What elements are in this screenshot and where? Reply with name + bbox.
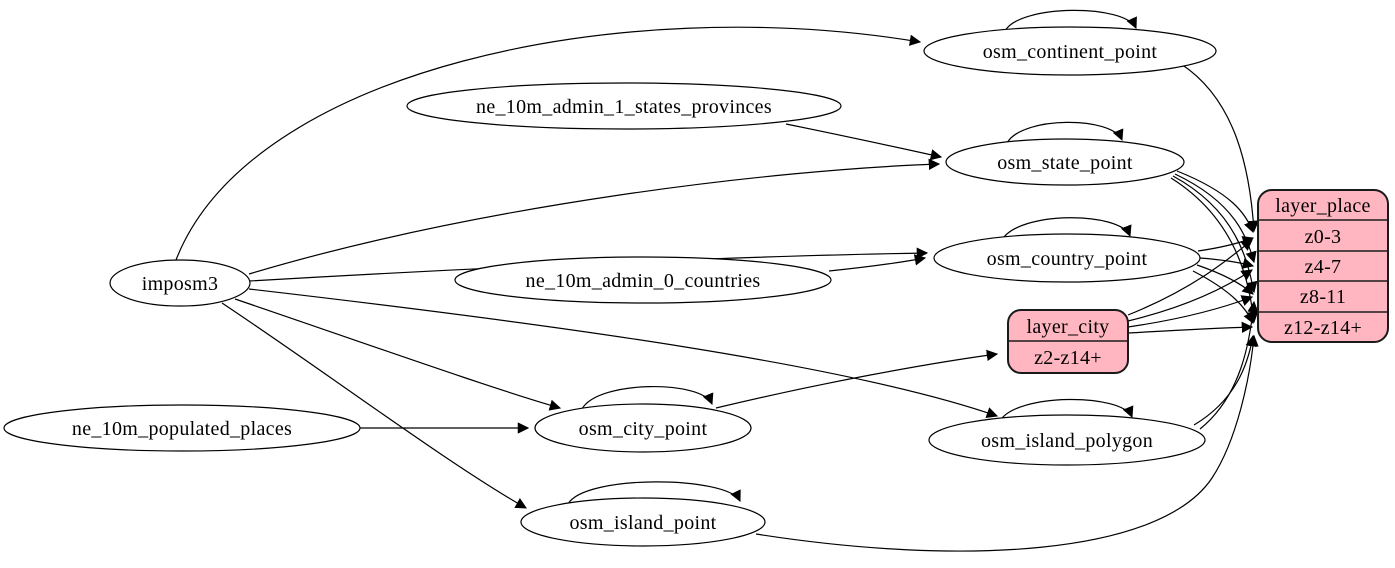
node-ne_10m_admin_0_countries-label: ne_10m_admin_0_countries bbox=[526, 270, 761, 292]
node-ne_10m_populated_places-shape bbox=[3, 404, 361, 452]
node-osm_island_point: osm_island_point bbox=[520, 497, 766, 547]
edge-osm_state_point-layer_place-z4-7 bbox=[1174, 173, 1257, 264]
selfloop-osm_continent_point bbox=[1004, 9, 1137, 32]
edge-osm_island_polygon-layer_place-z12-z14 bbox=[1193, 334, 1257, 426]
edge-layer_city-layer_place-z8-11 bbox=[1127, 295, 1254, 328]
edge-imposm3-osm_state_point bbox=[248, 158, 941, 275]
edge-osm_country_point-layer_place-z0-3 bbox=[1197, 236, 1255, 252]
selfloop-osm_state_point bbox=[1006, 121, 1124, 144]
node-ne_10m_admin_1_states_provinces: ne_10m_admin_1_states_provinces bbox=[406, 82, 842, 130]
edge-osm_country_point-layer_place-z12-z14 bbox=[1192, 270, 1254, 325]
selfloop-osm_island_point bbox=[567, 481, 741, 505]
node-osm_state_point-label: osm_state_point bbox=[997, 152, 1133, 174]
node-ne_10m_admin_0_countries-shape bbox=[454, 256, 832, 304]
edge-ne_10m_admin_0_countries-osm_country_point bbox=[828, 254, 927, 272]
node-imposm3-shape bbox=[109, 259, 251, 307]
record-layer_place-row-z4-7: z4-7 bbox=[1305, 256, 1342, 278]
selfloop-osm_country_point bbox=[1001, 217, 1132, 241]
edge-ne_10m_admin_1_states_provinces-osm_state_point bbox=[785, 123, 943, 161]
node-osm_island_point-shape bbox=[520, 497, 766, 547]
edge-osm_island_point-layer_place-z12-z14 bbox=[755, 334, 1259, 552]
edge-osm_continent_point-layer_place-z0-3 bbox=[1180, 63, 1260, 233]
node-imposm3: imposm3 bbox=[109, 259, 251, 307]
edge-osm_country_point-layer_place-z8-11 bbox=[1196, 264, 1254, 295]
edge-layer_city-layer_place-z4-7 bbox=[1127, 269, 1253, 322]
node-osm_city_point: osm_city_point bbox=[534, 403, 752, 453]
node-ne_10m_admin_0_countries: ne_10m_admin_0_countries bbox=[454, 256, 832, 304]
node-osm_city_point-shape bbox=[534, 403, 752, 453]
node-osm_island_polygon-label: osm_island_polygon bbox=[981, 430, 1153, 452]
node-osm_city_point-label: osm_city_point bbox=[579, 418, 708, 440]
record-layer_place-row-z12-z14: z12-z14+ bbox=[1284, 317, 1362, 339]
node-osm_continent_point-label: osm_continent_point bbox=[983, 41, 1158, 63]
edge-imposm3-osm_island_point bbox=[221, 302, 527, 509]
edges bbox=[175, 9, 1260, 552]
node-ne_10m_admin_1_states_provinces-shape bbox=[406, 82, 842, 130]
selfloop-osm_city_point bbox=[581, 385, 714, 410]
node-osm_country_point-shape bbox=[933, 233, 1201, 283]
node-imposm3-label: imposm3 bbox=[142, 273, 219, 295]
record-layer_city: layer_city z2-z14+ bbox=[1007, 309, 1129, 374]
edge-layer_city-layer_place-z12-z14 bbox=[1127, 321, 1254, 334]
edge-imposm3-osm_continent_point bbox=[175, 26, 922, 261]
node-osm_country_point-label: osm_country_point bbox=[987, 248, 1148, 270]
node-osm_island_polygon-shape bbox=[928, 414, 1206, 466]
node-ne_10m_admin_1_states_provinces-label: ne_10m_admin_1_states_provinces bbox=[476, 96, 772, 118]
record-layer_place-row-z8-11: z8-11 bbox=[1300, 286, 1346, 308]
record-layer_place: layer_place z0-3 z4-7 z8-11 z12-z14+ bbox=[1257, 189, 1389, 343]
node-osm_country_point: osm_country_point bbox=[933, 233, 1201, 283]
node-ne_10m_populated_places-label: ne_10m_populated_places bbox=[72, 418, 292, 440]
edge-osm_island_polygon-layer_place-z8-11 bbox=[1199, 300, 1259, 430]
node-osm_state_point-shape bbox=[945, 138, 1185, 186]
node-osm_continent_point: osm_continent_point bbox=[923, 26, 1217, 76]
edge-imposm3-osm_island_polygon bbox=[248, 288, 999, 419]
record-layer_place-shape bbox=[1257, 189, 1389, 343]
edge-osm_state_point-layer_place-z0-3 bbox=[1176, 170, 1255, 234]
edge-osm_state_point-layer_place-z8-11 bbox=[1172, 175, 1258, 294]
node-osm_island_polygon: osm_island_polygon bbox=[928, 414, 1206, 466]
node-osm_continent_point-shape bbox=[923, 26, 1217, 76]
selfloop-osm_island_polygon bbox=[999, 398, 1134, 422]
node-osm_island_point-label: osm_island_point bbox=[569, 512, 716, 534]
record-layer_place-title: layer_place bbox=[1275, 195, 1370, 217]
edge-imposm3-osm_city_point bbox=[234, 298, 562, 411]
node-ne_10m_populated_places: ne_10m_populated_places bbox=[3, 404, 361, 452]
record-layer_city-row-z2-z14: z2-z14+ bbox=[1034, 347, 1102, 369]
record-layer_city-title: layer_city bbox=[1027, 316, 1110, 338]
edge-osm_city_point-layer_city bbox=[715, 349, 999, 409]
node-osm_state_point: osm_state_point bbox=[945, 138, 1185, 186]
edge-osm_country_point-layer_place-z4-7 bbox=[1199, 257, 1255, 269]
record-layer_place-row-z0-3: z0-3 bbox=[1305, 226, 1342, 248]
